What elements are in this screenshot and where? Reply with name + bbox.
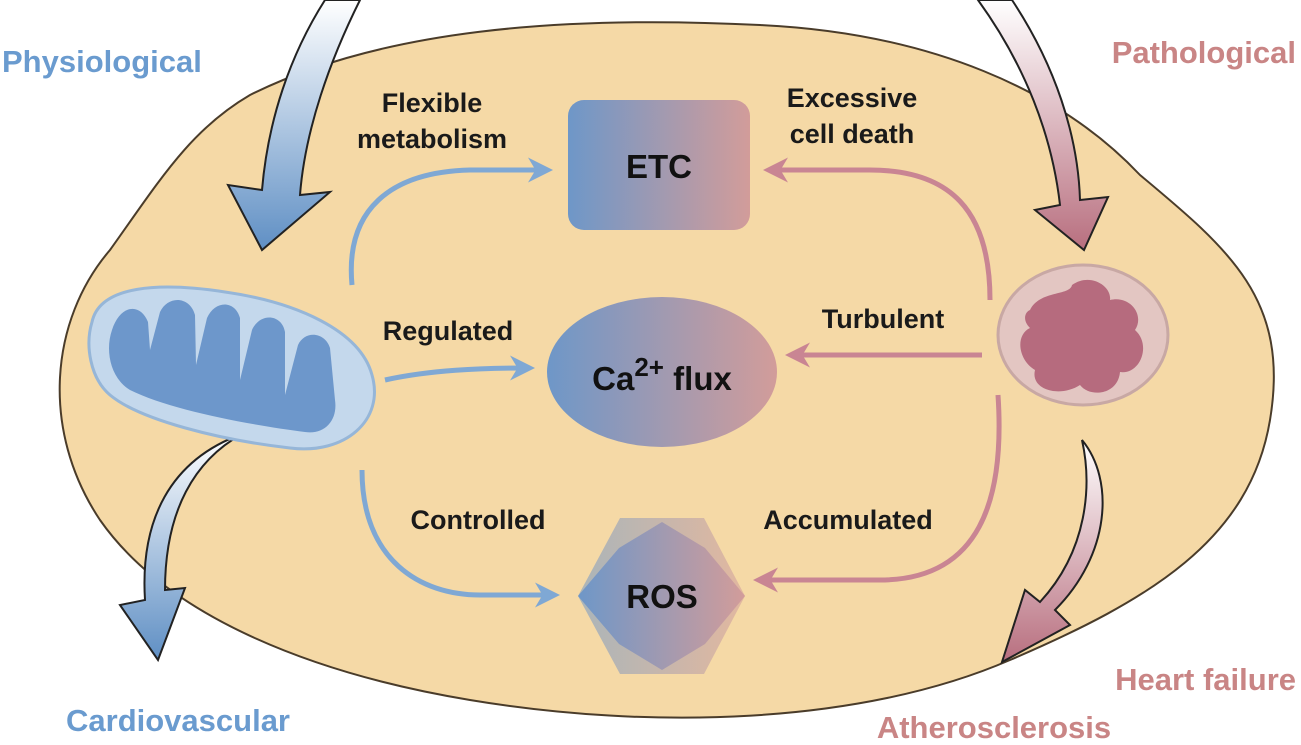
ros-star-points — [578, 518, 745, 674]
cardiovascular-label: Cardiovascular — [66, 703, 290, 738]
regulated-arrow — [384, 355, 535, 383]
turbulent-label: Turbulent — [822, 304, 944, 334]
heart-failure-label: Heart failure — [1115, 662, 1296, 697]
physiological-label: Physiological — [2, 44, 202, 79]
pathological-label: Pathological — [1112, 35, 1296, 70]
controlled-arrow — [359, 469, 560, 608]
excessive-arrow — [763, 157, 993, 301]
ca-flux-label: Ca2+ flux — [592, 352, 732, 397]
controlled-label: Controlled — [411, 505, 546, 535]
physiological-curved-arrow — [226, 0, 362, 252]
etc-label: ETC — [626, 148, 692, 185]
etc-node — [568, 100, 750, 230]
flexible-arrow — [348, 157, 553, 286]
pathological-curved-arrow — [976, 0, 1110, 252]
disease-curved-arrow — [1000, 439, 1104, 665]
damaged-mitochondrion-icon — [996, 263, 1170, 407]
accumulated-arrow — [753, 394, 1002, 593]
atherosclerosis-label: Atherosclerosis — [877, 710, 1111, 745]
regulated-label: Regulated — [383, 316, 514, 346]
ca-flux-node — [547, 297, 777, 447]
healthy-mitochondrion-icon — [87, 285, 376, 451]
accumulated-label: Accumulated — [763, 505, 933, 535]
ros-label: ROS — [626, 578, 698, 615]
cardiovascular-curved-arrow — [118, 433, 243, 663]
